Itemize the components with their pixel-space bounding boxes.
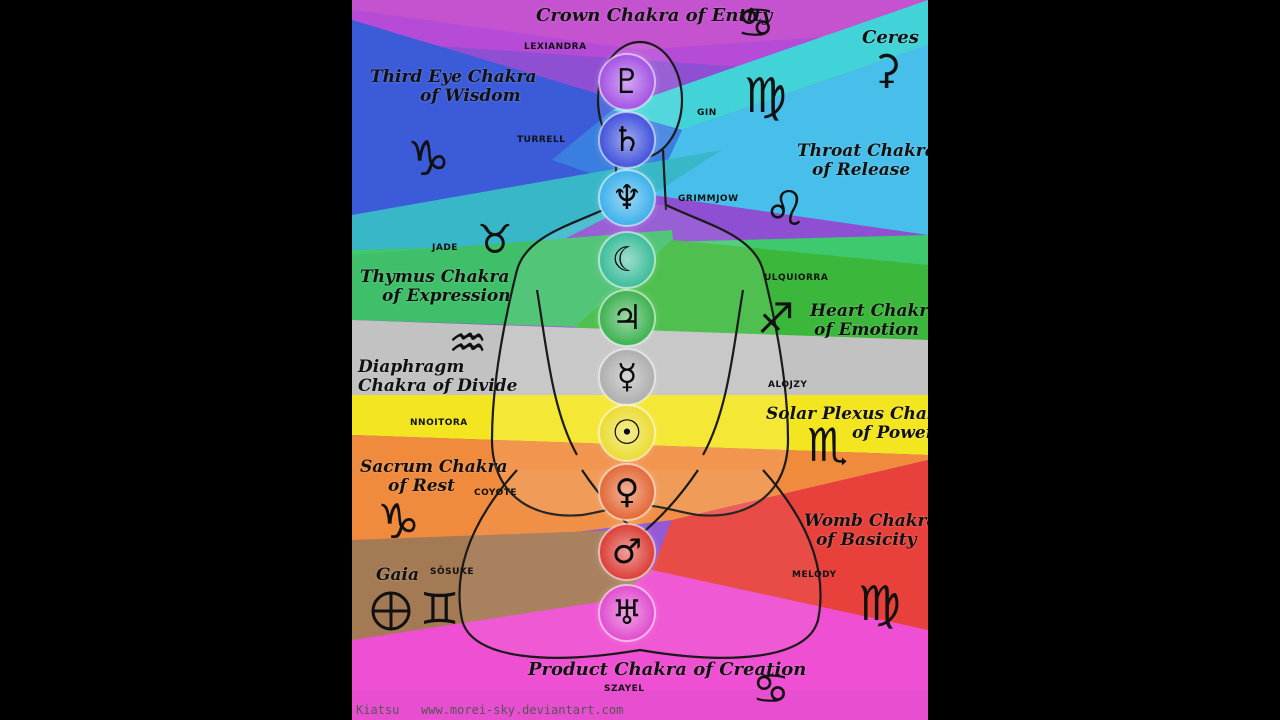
throat-chakra-title: Throat Chakra of Release	[797, 142, 928, 180]
womb-name-label: MELODY	[792, 570, 837, 580]
thymus-title-line1: Thymus Chakra	[360, 267, 510, 287]
gin-name-label: GIN	[697, 108, 717, 118]
diaphragm-title-line2: Chakra of Divide	[358, 376, 518, 396]
heart-chakra-title: Heart Chakra of Emotion	[810, 302, 928, 340]
womb-title-line1: Womb Chakra	[804, 511, 928, 531]
heart-title-line1: Heart Chakra	[810, 301, 928, 321]
background-bands	[352, 0, 928, 720]
mercury-icon: ☿	[616, 357, 638, 397]
sun-icon: ☉	[611, 413, 643, 453]
virgo-icon-2: ♍	[858, 576, 902, 632]
leo-icon: ♌	[764, 181, 808, 237]
solar-plexus-title-line1: Solar Plexus Chakra	[766, 404, 928, 424]
jupiter-icon: ♃	[611, 298, 643, 338]
third-eye-title-line1: Third Eye Chakra	[370, 67, 537, 87]
capricorn-icon: ♑	[407, 131, 451, 187]
solar-plexus-chakra-title: Solar Plexus Chakra of Power	[766, 405, 928, 443]
throat-title-line1: Throat Chakra	[797, 141, 928, 161]
taurus-icon: ♉	[477, 217, 513, 263]
cancer-icon-2: ♋	[752, 664, 790, 713]
womb-title-line2: of Basicity	[816, 530, 917, 550]
scorpio-icon: ♏	[807, 418, 849, 472]
heart-title-line2: of Emotion	[814, 320, 919, 340]
thymus-title-line2: of Expression	[382, 286, 511, 306]
diaphragm-name-label: ALOJZY	[768, 380, 808, 390]
pluto-icon: ♇	[611, 62, 643, 102]
capricorn-icon-2: ♑	[377, 494, 421, 550]
diaphragm-title-line1: Diaphragm	[358, 357, 465, 377]
sosuke-name-label: SŌSUKE	[430, 567, 475, 577]
ceres-icon: ⚳	[872, 47, 902, 93]
sacrum-chakra-title: Sacrum Chakra of Rest	[360, 458, 508, 496]
chakra-artwork: ♇ ♄ ♆ ☾ ♃ ☿ ☉ ♀ ♂ ♅ Crown Chakra of Entity LEXIAN…	[352, 0, 928, 720]
solar-plexus-name-label: NNOITORA	[410, 418, 468, 428]
diaphragm-chakra-title: Diaphragm Chakra of Divide	[358, 358, 517, 396]
earth-icon	[370, 590, 411, 631]
uranus-icon: ♅	[611, 593, 643, 633]
thymus-chakra-title: Thymus Chakra of Expression	[360, 268, 511, 306]
virgo-icon: ♍	[744, 68, 788, 124]
cancer-icon: ♋	[737, 0, 775, 47]
sacrum-title-line2: of Rest	[388, 476, 455, 496]
neptune-icon: ♆	[611, 178, 643, 218]
solar-plexus-title-line2: of Power	[852, 423, 928, 443]
saturn-icon: ♄	[611, 120, 643, 160]
gemini-icon: ♊	[420, 584, 460, 635]
throat-title-line2: of Release	[812, 160, 911, 180]
artist-credit: Kiatsu www.morei-sky.deviantart.com	[356, 703, 624, 717]
crown-chakra-title: Crown Chakra of Entity	[536, 5, 773, 26]
moon-icon: ☾	[611, 240, 643, 280]
crown-name-label: LEXIANDRA	[524, 42, 587, 52]
ceres-label: Ceres	[862, 27, 919, 48]
heart-name-label: ULQUIORRA	[764, 273, 829, 283]
throat-name-label: GRIMMJOW	[678, 194, 739, 204]
venus-icon: ♀	[614, 472, 640, 512]
thymus-name-label: JADE	[432, 243, 458, 253]
womb-chakra-title: Womb Chakra of Basicity	[804, 512, 928, 550]
aquarius-icon: ♒	[448, 318, 488, 369]
third-eye-title: Third Eye Chakra of Wisdom	[370, 68, 536, 106]
sacrum-title-line1: Sacrum Chakra	[360, 457, 508, 477]
third-eye-title-line2: of Wisdom	[420, 86, 521, 106]
product-chakra-title: Product Chakra of Creation	[528, 659, 807, 680]
sagittarius-icon: ♐	[757, 294, 795, 343]
sacrum-name-label: COYOTE	[474, 488, 518, 498]
szayel-name-label: SZAYEL	[604, 684, 645, 694]
gaia-label: Gaia	[376, 565, 420, 585]
third-eye-name-label: TURRELL	[517, 135, 566, 145]
mars-icon: ♂	[611, 532, 643, 572]
